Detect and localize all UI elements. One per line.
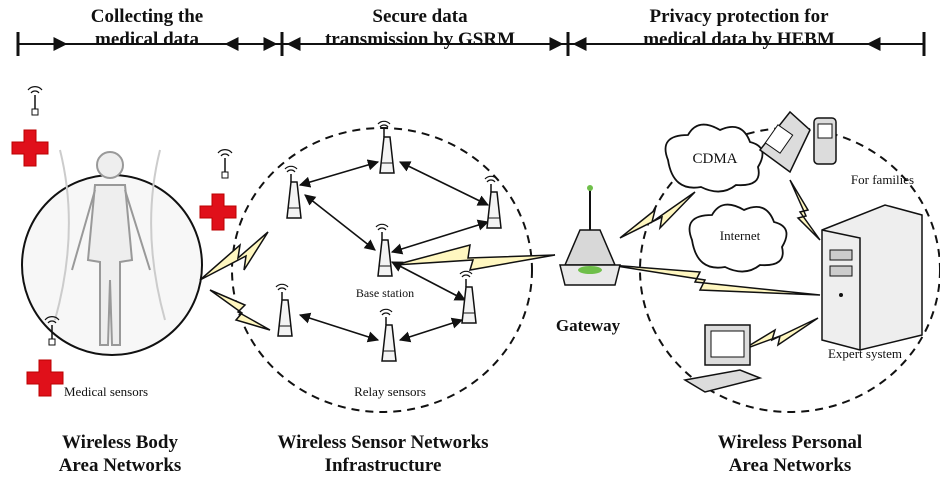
base-station-label: Base station [355, 286, 415, 300]
cdma-label: CDMA [692, 151, 738, 167]
wsn-boundary [231, 127, 533, 413]
wsn-links [298, 159, 490, 343]
antenna-icon [27, 85, 43, 116]
red-cross-icon [26, 359, 64, 397]
mobile-phone-icon [758, 110, 811, 174]
human-body-icon [54, 149, 166, 346]
sensor-tower-icon [379, 308, 397, 362]
expert-system-label: Expert system [827, 346, 902, 361]
sensor-tower-icon [284, 165, 302, 219]
medical-sensors-label: Medical sensors [64, 384, 149, 399]
red-cross-icon [11, 129, 49, 167]
server-icon [821, 204, 923, 351]
gateway-label: Gateway [555, 316, 621, 335]
cloud-icon [688, 203, 788, 273]
for-families-label: For families [850, 172, 915, 187]
sensor-tower-icon [275, 283, 293, 337]
internet-label: Internet [719, 228, 761, 243]
computer-icon [682, 324, 763, 393]
sensor-tower-icon [375, 223, 393, 277]
sensor-tower-icon [459, 270, 477, 324]
red-cross-icon [199, 193, 237, 231]
lightning-link-icon [199, 179, 821, 351]
sensor-tower-icon [484, 175, 502, 229]
antenna-icon [217, 148, 233, 179]
relay-sensors-label: Relay sensors [354, 384, 426, 399]
header-bar [16, 32, 926, 56]
body-area-network [21, 149, 203, 356]
mobile-phone-icon [813, 117, 837, 165]
gateway-router-icon [559, 185, 621, 286]
